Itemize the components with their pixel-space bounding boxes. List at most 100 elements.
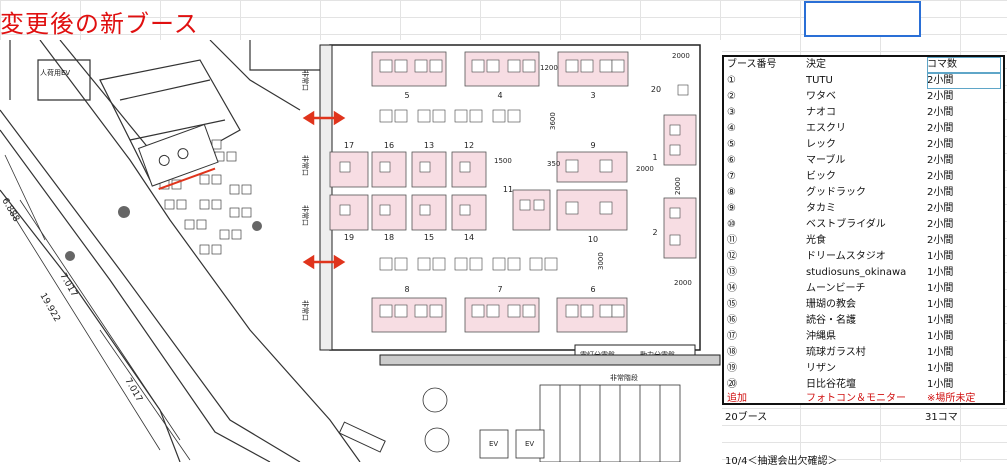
booth-number-cell[interactable]: ⑭	[727, 283, 737, 294]
booth-number-cell[interactable]: ⑰	[727, 331, 737, 342]
extra-note-cell[interactable]: ※場所未定	[927, 393, 976, 404]
koma-cell[interactable]: 1小間	[927, 251, 954, 262]
koma-cell[interactable]: 2小間	[927, 73, 1001, 89]
table-row: ⑫ ドリームスタジオ 1小間	[724, 249, 1003, 265]
decision-cell[interactable]: タカミ	[806, 203, 836, 214]
table-row: ⑧ グッドラック 2小間	[724, 185, 1003, 201]
decision-cell[interactable]: エスクリ	[806, 123, 846, 134]
booth-number-cell[interactable]: ⑨	[727, 203, 736, 214]
booth-num-20: 20	[651, 85, 661, 94]
emergency-exit-2: 非常口	[301, 155, 310, 176]
dim-2000-mid: 2000	[636, 165, 654, 173]
koma-cell[interactable]: 2小間	[927, 171, 954, 182]
decision-cell[interactable]: studiosuns_okinawa	[806, 267, 907, 278]
koma-cell[interactable]: 1小間	[927, 315, 954, 326]
decision-cell[interactable]: ドリームスタジオ	[806, 251, 886, 262]
booth-num-12: 12	[464, 141, 474, 150]
decision-cell[interactable]: ワタベ	[806, 91, 836, 102]
booth-number-cell[interactable]: ①	[727, 75, 736, 86]
koma-cell[interactable]: 2小間	[927, 107, 954, 118]
booth-number-cell[interactable]: ⑤	[727, 139, 736, 150]
decision-cell[interactable]: グッドラック	[806, 187, 866, 198]
table-row: ④ エスクリ 2小間	[724, 121, 1003, 137]
extra-label-cell[interactable]: 追加	[727, 393, 747, 404]
floor-plan-drawing: 6.888 7.017 19.922 7.017 人荷用EV	[0, 40, 721, 462]
koma-cell[interactable]: 2小間	[927, 187, 954, 198]
booth-number-cell[interactable]: ⑯	[727, 315, 737, 326]
koma-cell[interactable]: 2小間	[927, 91, 954, 102]
decision-cell[interactable]: 日比谷花壇	[806, 379, 856, 390]
booth-num-19: 19	[344, 233, 354, 242]
booth-number-cell[interactable]: ④	[727, 123, 736, 134]
header-decision[interactable]: 決定	[806, 59, 826, 70]
decision-cell[interactable]: 沖縄県	[806, 331, 836, 342]
booth-number-cell[interactable]: ⑦	[727, 171, 736, 182]
total-koma-cell[interactable]: 31コマ	[925, 412, 958, 423]
booth-number-cell[interactable]: ⑬	[727, 267, 737, 278]
koma-cell[interactable]: 1小間	[927, 283, 954, 294]
booth-num-13: 13	[424, 141, 434, 150]
booth-num-2: 2	[652, 228, 657, 237]
booth-number-cell[interactable]: ②	[727, 91, 736, 102]
koma-cell[interactable]: 2小間	[927, 123, 954, 134]
footer-note-cell[interactable]: 10/4＜抽選会出欠確認＞	[725, 456, 838, 467]
booth-num-15: 15	[424, 233, 434, 242]
koma-cell[interactable]: 1小間	[927, 363, 954, 374]
koma-cell[interactable]: 1小間	[927, 347, 954, 358]
koma-cell[interactable]: 1小間	[927, 379, 954, 390]
booth-number-cell[interactable]: ⑧	[727, 187, 736, 198]
decision-cell[interactable]: レック	[806, 139, 836, 150]
decision-cell[interactable]: 珊瑚の教会	[806, 299, 856, 310]
koma-cell[interactable]: 1小間	[927, 267, 954, 278]
selected-cell[interactable]	[804, 1, 921, 37]
booth-number-cell[interactable]: ⑮	[727, 299, 737, 310]
koma-cell[interactable]: 1小間	[927, 299, 954, 310]
table-row: ⑪ 光食 2小間	[724, 233, 1003, 249]
decision-cell[interactable]: 読谷・名護	[806, 315, 856, 326]
decision-cell[interactable]: 光食	[806, 235, 826, 246]
koma-cell[interactable]: 1小間	[927, 331, 954, 342]
decision-cell[interactable]: ベストブライダル	[806, 219, 886, 230]
total-booths-cell[interactable]: 20ブース	[725, 412, 768, 423]
dim-2000-bottom: 2000	[674, 279, 692, 287]
decision-cell[interactable]: ビック	[806, 171, 836, 182]
dimension-19922: 19.922	[37, 292, 61, 324]
decision-cell[interactable]: ナオコ	[806, 107, 836, 118]
booth-num-6: 6	[590, 285, 595, 294]
decision-cell[interactable]: ムーンビーチ	[806, 283, 866, 294]
booth-number-cell[interactable]: ⑱	[727, 347, 737, 358]
emergency-stairs-label: 非常階段	[610, 373, 638, 382]
decision-cell[interactable]: リザン	[806, 363, 836, 374]
decision-cell[interactable]: 琉球ガラス村	[806, 347, 866, 358]
koma-cell[interactable]: 2小間	[927, 155, 954, 166]
decision-cell[interactable]: TUTU	[806, 75, 833, 86]
booth-number-cell[interactable]: ⑩	[727, 219, 736, 230]
decision-cell[interactable]: マーブル	[806, 155, 846, 166]
booth-num-11: 11	[503, 185, 513, 194]
booth-number-cell[interactable]: ⑥	[727, 155, 736, 166]
extra-decision-cell[interactable]: フォトコン＆モニター	[806, 393, 906, 404]
emergency-exit-3: 非常口	[301, 205, 310, 226]
dim-1500: 1500	[494, 157, 512, 165]
booth-num-16: 16	[384, 141, 394, 150]
booth-number-cell[interactable]: ③	[727, 107, 736, 118]
dimension-7017-a: 7.017	[57, 272, 79, 299]
booth-number-cell[interactable]: ⑪	[727, 235, 737, 246]
koma-cell[interactable]: 2小間	[927, 139, 954, 150]
emergency-exit-4: 非常口	[301, 300, 310, 321]
booth-number-cell[interactable]: ⑫	[727, 251, 737, 262]
koma-cell[interactable]: 2小間	[927, 219, 954, 230]
booth-number-cell[interactable]: ⑳	[727, 379, 737, 390]
booth-num-9: 9	[590, 141, 595, 150]
table-row: ⑬ studiosuns_okinawa 1小間	[724, 265, 1003, 281]
header-booth-number[interactable]: ブース番号	[727, 59, 777, 70]
table-row: ⑳ 日比谷花壇 1小間	[724, 377, 1003, 393]
table-row: ⑩ ベストブライダル 2小間	[724, 217, 1003, 233]
header-koma-count[interactable]: コマ数	[927, 57, 1001, 73]
extra-row: 追加 フォトコン＆モニター ※場所未定	[724, 391, 1003, 407]
table-header: ブース番号 決定 コマ数	[724, 57, 1003, 73]
dim-1200: 1200	[540, 64, 558, 72]
koma-cell[interactable]: 2小間	[927, 203, 954, 214]
booth-number-cell[interactable]: ⑲	[727, 363, 737, 374]
koma-cell[interactable]: 2小間	[927, 235, 954, 246]
